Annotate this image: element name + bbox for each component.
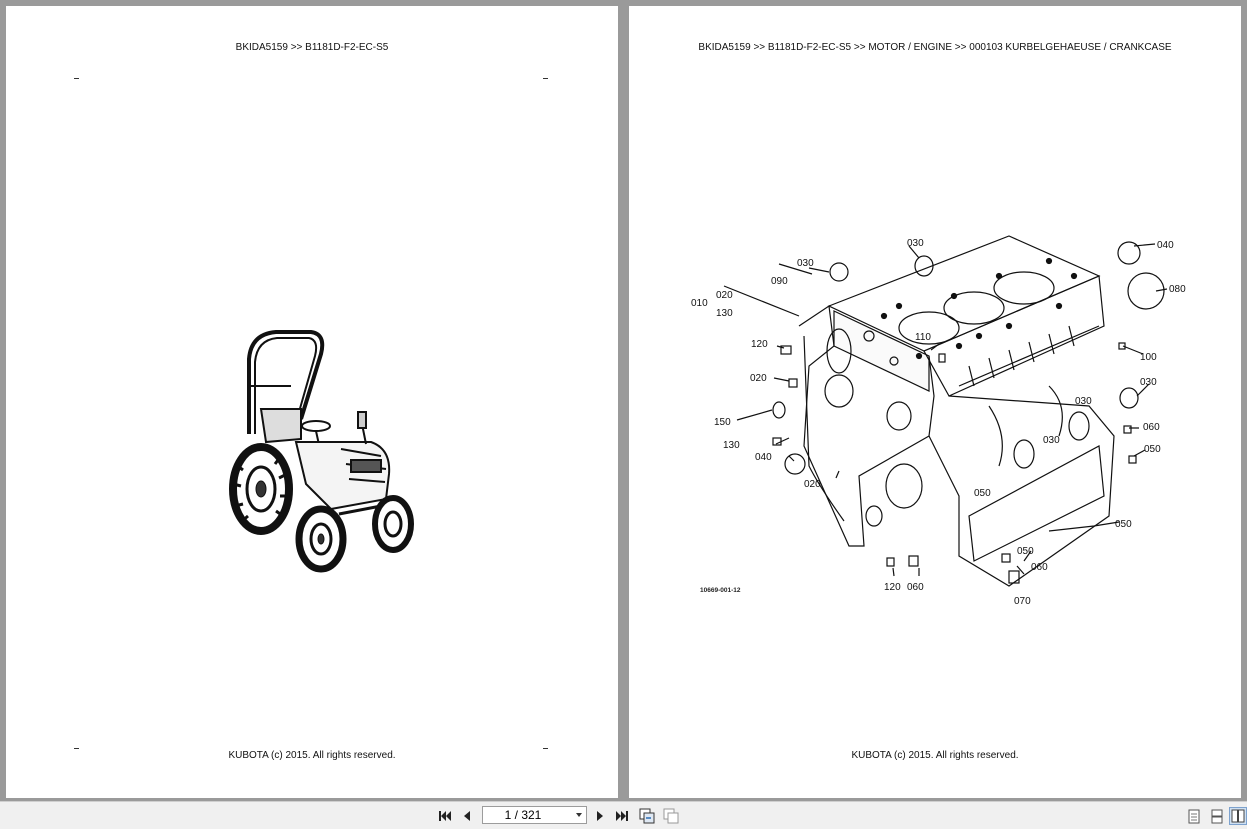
single-page-view-button[interactable] — [1185, 807, 1203, 825]
first-page-icon — [439, 811, 451, 821]
svg-text:030: 030 — [797, 258, 814, 269]
svg-text:060: 060 — [1143, 422, 1160, 433]
fit-width-icon — [663, 808, 679, 824]
svg-text:030: 030 — [1043, 435, 1060, 446]
svg-text:060: 060 — [907, 582, 924, 593]
svg-text:080: 080 — [1169, 284, 1186, 295]
svg-text:070: 070 — [1014, 596, 1031, 606]
first-page-button[interactable] — [436, 807, 454, 825]
right-page: BKIDA5159 >> B1181D-F2-EC-S5 >> MOTOR / … — [629, 6, 1241, 798]
single-page-view-icon — [1188, 809, 1200, 823]
svg-text:050: 050 — [1115, 519, 1132, 530]
svg-text:110: 110 — [915, 332, 931, 343]
crop-mark — [543, 748, 548, 749]
page-dropdown-chevron-icon[interactable] — [576, 813, 582, 817]
svg-text:100: 100 — [1140, 352, 1157, 363]
fit-page-icon — [639, 808, 655, 824]
continuous-view-icon — [1211, 809, 1223, 823]
svg-text:150: 150 — [714, 417, 731, 428]
svg-text:120: 120 — [884, 582, 901, 593]
previous-page-button[interactable] — [458, 807, 476, 825]
two-page-view-icon — [1231, 809, 1245, 823]
callout-labels: 030 030 040 090 020 010 130 080 110 120 … — [691, 238, 1186, 606]
left-page: BKIDA5159 >> B1181D-F2-EC-S5 — [6, 6, 618, 798]
svg-text:020: 020 — [804, 479, 821, 490]
page-footer: KUBOTA (c) 2015. All rights reserved. — [228, 750, 396, 761]
svg-text:040: 040 — [755, 452, 772, 463]
svg-text:020: 020 — [716, 290, 733, 301]
svg-text:010: 010 — [691, 298, 708, 309]
figure-id: 10669-001-12 — [700, 587, 741, 594]
next-page-button[interactable] — [591, 807, 609, 825]
page-number-input[interactable] — [483, 808, 563, 822]
page-header: BKIDA5159 >> B1181D-F2-EC-S5 — [235, 42, 389, 53]
last-page-icon — [616, 811, 628, 821]
svg-text:020: 020 — [750, 373, 767, 384]
fit-page-button[interactable] — [638, 807, 656, 825]
crop-mark — [543, 78, 548, 79]
svg-text:060: 060 — [1031, 562, 1048, 573]
next-page-icon — [597, 811, 603, 821]
svg-text:050: 050 — [1017, 546, 1034, 557]
svg-text:040: 040 — [1157, 240, 1174, 251]
viewer-toolbar — [0, 801, 1247, 829]
continuous-view-button[interactable] — [1208, 807, 1226, 825]
tractor-illustration — [229, 330, 414, 573]
svg-text:030: 030 — [1140, 377, 1157, 388]
svg-text:130: 130 — [716, 308, 733, 319]
crop-mark — [74, 748, 79, 749]
two-page-view-button[interactable] — [1229, 807, 1247, 825]
svg-text:030: 030 — [907, 238, 924, 249]
page-number-field[interactable] — [482, 806, 587, 824]
svg-text:050: 050 — [974, 488, 991, 499]
crop-mark — [74, 78, 79, 79]
svg-text:030: 030 — [1075, 396, 1092, 407]
crankcase-exploded-diagram: 030 030 040 090 020 010 130 080 110 120 … — [691, 235, 1186, 606]
page-footer: KUBOTA (c) 2015. All rights reserved. — [851, 750, 1019, 761]
svg-text:050: 050 — [1144, 444, 1161, 455]
previous-page-icon — [464, 811, 470, 821]
last-page-button[interactable] — [613, 807, 631, 825]
svg-text:130: 130 — [723, 440, 740, 451]
svg-text:120: 120 — [751, 339, 768, 350]
svg-text:090: 090 — [771, 276, 788, 287]
fit-width-button[interactable] — [662, 807, 680, 825]
page-header: BKIDA5159 >> B1181D-F2-EC-S5 >> MOTOR / … — [698, 42, 1172, 53]
